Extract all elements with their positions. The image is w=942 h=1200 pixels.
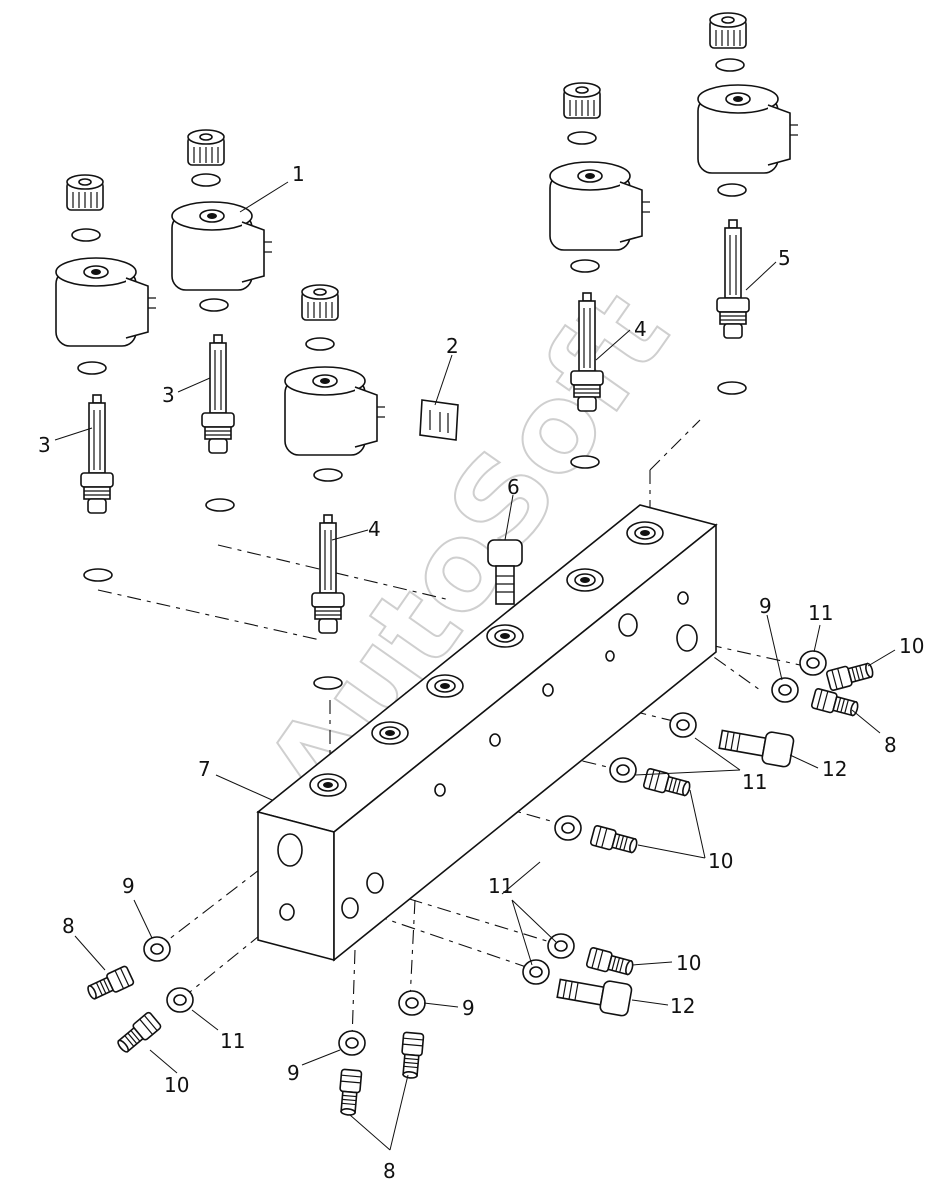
callout-4-right: 4 (634, 317, 647, 341)
callout-11-middle: 11 (742, 770, 767, 794)
callout-8-left: 8 (62, 914, 75, 938)
callout-8-right: 8 (884, 733, 897, 757)
callout-5: 5 (778, 246, 791, 270)
callout-10-left: 10 (164, 1073, 189, 1097)
callout-10-lower: 10 (676, 951, 701, 975)
callout-9-left: 9 (122, 874, 135, 898)
callout-1: 1 (292, 162, 305, 186)
callout-10-middle: 10 (708, 849, 733, 873)
callout-7: 7 (198, 757, 211, 781)
callout-9-bottom-right: 9 (462, 996, 475, 1020)
callout-9-bottom-left: 9 (287, 1061, 300, 1085)
solenoid-assembly-1 (55, 174, 157, 582)
callout-3-second: 3 (162, 383, 175, 407)
callout-4-center: 4 (368, 517, 381, 541)
bleed-screw (487, 539, 523, 605)
callout-2: 2 (446, 334, 459, 358)
callout-11-left: 11 (220, 1029, 245, 1053)
lower-fittings (84, 936, 426, 1117)
manifold-block (256, 504, 718, 962)
callout-9-right: 9 (759, 594, 772, 618)
leader-lines (54, 181, 896, 1151)
solenoid-assembly-2 (171, 129, 273, 512)
callout-11-lower: 11 (488, 874, 513, 898)
solenoid-assembly-5 (697, 12, 799, 395)
callout-12-top: 12 (822, 757, 847, 781)
callout-labels: 1 2 3 3 4 4 5 6 7 8 8 8 9 9 9 9 10 10 10… (38, 162, 924, 1183)
callout-3-left: 3 (38, 433, 51, 457)
callout-6: 6 (507, 475, 520, 499)
callout-10-top: 10 (899, 634, 924, 658)
callout-8-bottom: 8 (383, 1159, 396, 1183)
callout-12-bottom: 12 (670, 994, 695, 1018)
callout-11-top: 11 (808, 601, 833, 625)
solenoid-assembly-3 (284, 284, 459, 690)
